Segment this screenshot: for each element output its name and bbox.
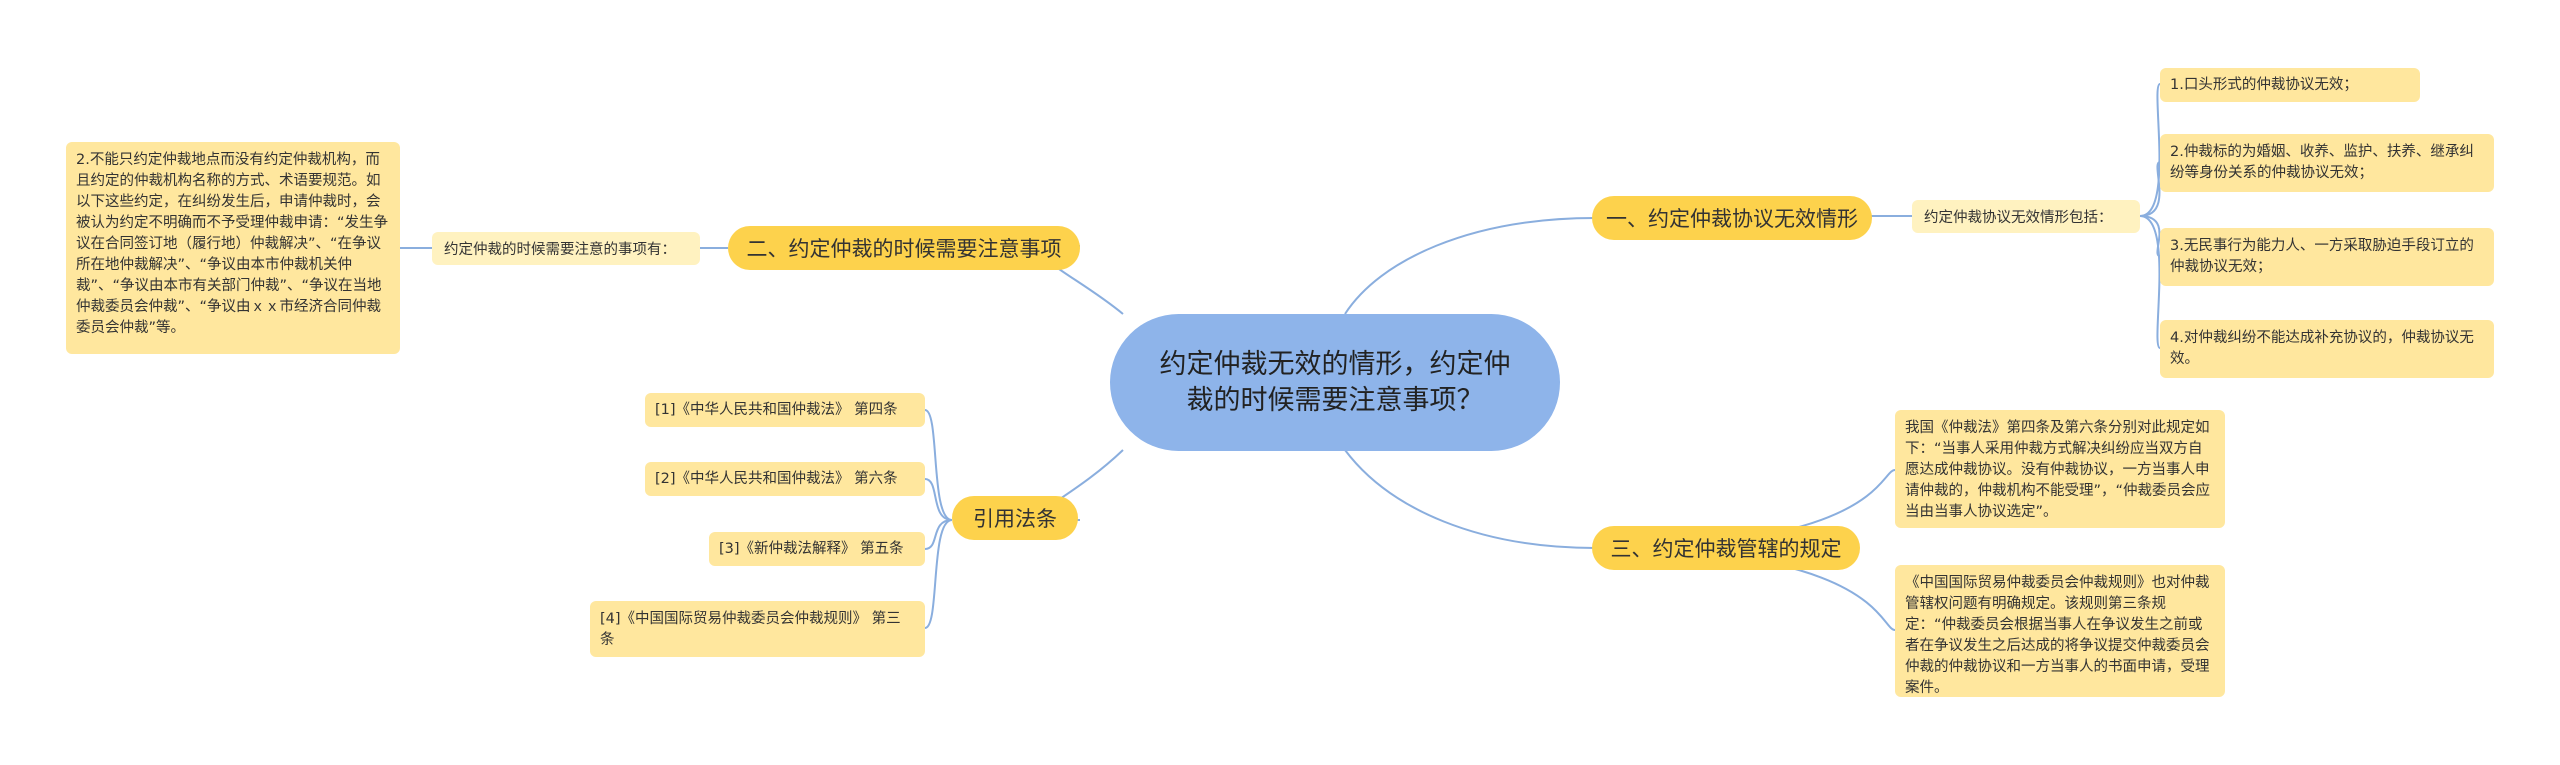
link-center-branch3 [1344, 449, 1596, 549]
link-b1-leaf1 [2139, 83, 2161, 217]
leaf-invalid-4[interactable]: 4.对仲裁纠纷不能达成补充协议的，仲裁协议无效。 [2160, 320, 2494, 378]
leaf-invalid-2[interactable]: 2.仲裁标的为婚姻、收养、监护、扶养、继承纠纷等身份关系的仲裁协议无效； [2160, 134, 2494, 192]
central-topic[interactable]: 约定仲裁无效的情形，约定仲裁的时候需要注意事项？ [1110, 314, 1560, 451]
branch-jurisdiction[interactable]: 三、约定仲裁管辖的规定 [1592, 526, 1860, 570]
link-b4-leaf1 [924, 409, 953, 521]
leaf-law-1[interactable]: [1]《中华人民共和国仲裁法》 第四条 [645, 393, 925, 427]
link-b4-leaf4 [924, 519, 953, 629]
link-b1-leaf4 [2139, 215, 2161, 349]
link-b1-leaf2 [2139, 161, 2161, 217]
leaf-invalid-3[interactable]: 3.无民事行为能力人、一方采取胁迫手段订立的仲裁协议无效； [2160, 228, 2494, 286]
link-b4-leaf3 [924, 519, 953, 550]
leaf-law-4[interactable]: [4]《中国国际贸易仲裁委员会仲裁规则》 第三条 [590, 601, 925, 657]
branch-invalid-situations[interactable]: 一、约定仲裁协议无效情形 [1592, 196, 1872, 240]
leaf-invalid-1[interactable]: 1.口头形式的仲裁协议无效； [2160, 68, 2420, 102]
label-precautions[interactable]: 约定仲裁的时候需要注意的事项有： [432, 232, 700, 265]
link-b4-leaf2 [924, 478, 953, 521]
leaf-jurisdiction-1[interactable]: 我国《仲裁法》第四条及第六条分别对此规定如下：“当事人采用仲裁方式解决纠纷应当双… [1895, 410, 2225, 528]
leaf-jurisdiction-2[interactable]: 《中国国际贸易仲裁委员会仲裁规则》也对仲裁管辖权问题有明确规定。该规则第三条规定… [1895, 565, 2225, 697]
branch-precautions[interactable]: 二、约定仲裁的时候需要注意事项 [728, 226, 1080, 270]
link-center-branch1 [1344, 217, 1596, 315]
leaf-precautions-2[interactable]: 2.不能只约定仲裁地点而没有约定仲裁机构，而且约定的仲裁机构名称的方式、术语要规… [66, 142, 400, 354]
branch-cited-laws[interactable]: 引用法条 [952, 496, 1078, 540]
label-invalid-situations[interactable]: 约定仲裁协议无效情形包括： [1912, 200, 2140, 233]
leaf-law-2[interactable]: [2]《中华人民共和国仲裁法》 第六条 [645, 462, 925, 496]
leaf-law-3[interactable]: [3]《新仲裁法解释》 第五条 [709, 532, 925, 566]
